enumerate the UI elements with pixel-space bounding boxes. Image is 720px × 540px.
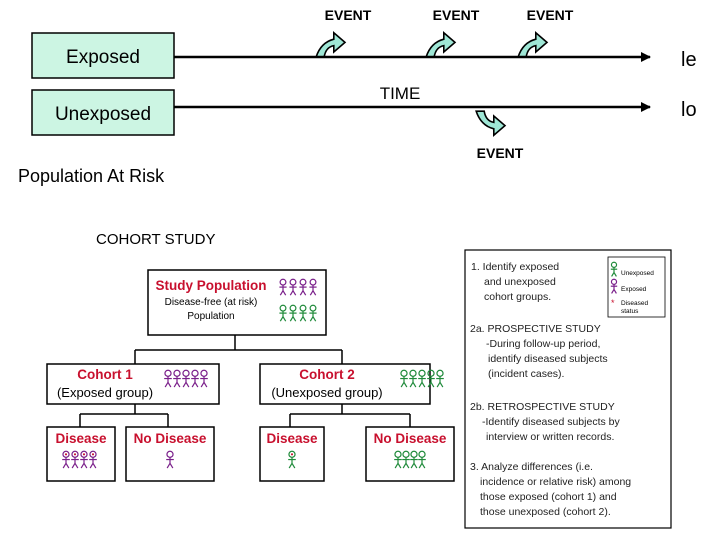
- person-icon: [279, 304, 287, 322]
- person-icon: [394, 450, 402, 469]
- person-icon: [418, 369, 426, 388]
- step1-line2: and unexposed: [484, 276, 556, 288]
- step2a-line2: -During follow-up period,: [486, 338, 600, 350]
- cohort2-subtitle: (Unexposed group): [271, 385, 382, 400]
- event-arrow-icon-2: [425, 31, 456, 58]
- step1-line3: cohort groups.: [484, 291, 551, 303]
- exposed-outcome-label: le: [681, 49, 697, 71]
- timeline-section: EVENT EVENT EVENT Exposed le TIME Unexpo…: [18, 7, 697, 186]
- person-icon: [200, 369, 208, 388]
- cohort2-title: Cohort 2: [299, 367, 355, 382]
- study-population-box: [147, 269, 327, 336]
- study-population-line1: Disease-free (at risk): [165, 297, 258, 308]
- person-icon: [279, 278, 287, 296]
- event-arrow-icon-3: [517, 31, 548, 58]
- cohort1-subtitle: (Exposed group): [57, 385, 153, 400]
- unexposed-box: [31, 89, 175, 136]
- person-icon: [173, 369, 181, 388]
- study-population-line2: Population: [187, 311, 234, 322]
- steps-panel: * Unexposed Exposed Diseased status 1. I…: [464, 249, 672, 529]
- cohort2-no-disease-figures: [394, 450, 426, 469]
- step3-line3: those exposed (cohort 1) and: [480, 491, 617, 503]
- person-icon: [80, 450, 88, 469]
- step3-line2: incidence or relative risk) among: [480, 476, 631, 488]
- cohort1-no-disease-label: No Disease: [134, 431, 207, 446]
- person-icon: [410, 450, 418, 469]
- step2b-line3: interview or written records.: [486, 431, 614, 443]
- step2a-line1: 2a. PROSPECTIVE STUDY: [470, 323, 601, 335]
- event-label-4: EVENT: [477, 145, 524, 161]
- cohort1-title: Cohort 1: [77, 367, 133, 382]
- person-icon: [427, 369, 435, 388]
- person-icon: [400, 369, 408, 388]
- person-icon: [89, 450, 97, 469]
- legend-figures: *: [610, 261, 618, 308]
- person-icon: [166, 450, 174, 469]
- cohort1-disease-label: Disease: [55, 431, 107, 446]
- person-icon: [418, 450, 426, 469]
- time-label: TIME: [380, 84, 421, 103]
- person-icon: [299, 278, 307, 296]
- cohort1-no-disease-figures: [166, 450, 174, 469]
- person-icon: [289, 304, 297, 322]
- cohort1-no-disease-box: [125, 426, 215, 482]
- step1-line1: 1. Identify exposed: [471, 261, 559, 273]
- person-icon: [610, 261, 618, 277]
- diseased-marker-icon: *: [611, 298, 615, 308]
- step3-line1: 3. Analyze differences (i.e.: [470, 461, 593, 473]
- cohort1-disease-figures: [62, 450, 97, 469]
- exposed-box: [31, 32, 175, 79]
- person-icon: [299, 304, 307, 322]
- person-icon: [62, 450, 70, 469]
- unexposed-label: Unexposed: [55, 104, 151, 125]
- population-at-risk-label: Population At Risk: [18, 166, 165, 186]
- event-arrow-down-icon: [475, 110, 506, 137]
- step3-line4: those unexposed (cohort 2).: [480, 506, 611, 518]
- study-population-title: Study Population: [156, 278, 267, 293]
- tree-connectors: [79, 335, 411, 427]
- person-icon: [182, 369, 190, 388]
- event-label-1: EVENT: [325, 7, 372, 23]
- event-arrow-icon-1: [315, 31, 346, 58]
- cohort2-no-disease-box: [365, 426, 455, 482]
- study-population-figures: [279, 278, 317, 322]
- person-icon: [610, 278, 618, 294]
- cohort-study-diagram: COHORT STUDY Study Population Disease-fr…: [46, 231, 455, 482]
- exposed-label: Exposed: [66, 47, 140, 68]
- cohort2-figures: [400, 369, 444, 388]
- person-icon: [164, 369, 172, 388]
- legend-diseased-label-1: Diseased: [621, 300, 648, 307]
- legend-box: [607, 256, 666, 318]
- person-icon: [309, 278, 317, 296]
- event-label-2: EVENT: [433, 7, 480, 23]
- person-icon: [71, 450, 79, 469]
- person-icon: [288, 450, 296, 469]
- cohort1-figures: [164, 369, 208, 388]
- step2a-line4: (incident cases).: [488, 368, 564, 380]
- person-icon: [436, 369, 444, 388]
- legend-exposed-label: Exposed: [621, 286, 647, 293]
- person-icon: [409, 369, 417, 388]
- legend-diseased-label-2: status: [621, 308, 639, 315]
- person-icon: [289, 278, 297, 296]
- step2b-line2: -Identify diseased subjects by: [482, 416, 620, 428]
- unexposed-outcome-label: lo: [681, 99, 697, 121]
- person-icon: [309, 304, 317, 322]
- event-label-3: EVENT: [527, 7, 574, 23]
- step2b-line1: 2b. RETROSPECTIVE STUDY: [470, 401, 615, 413]
- cohort-study-heading: COHORT STUDY: [96, 231, 215, 248]
- person-icon: [191, 369, 199, 388]
- person-icon: [402, 450, 410, 469]
- cohort2-no-disease-label: No Disease: [374, 431, 447, 446]
- step2a-line3: identify diseased subjects: [488, 353, 608, 365]
- cohort2-disease-figures: [288, 450, 296, 469]
- cohort2-disease-label: Disease: [266, 431, 318, 446]
- legend-unexposed-label: Unexposed: [621, 270, 654, 277]
- cohort1-box: [46, 363, 220, 405]
